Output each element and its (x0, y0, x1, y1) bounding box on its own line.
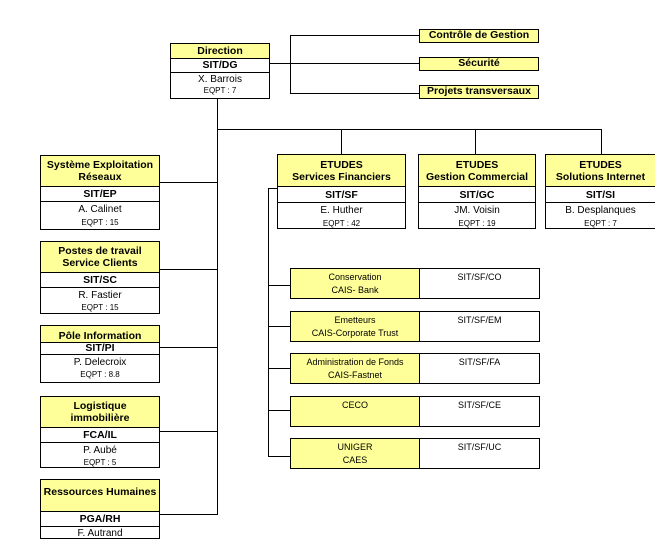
etudes-code: SIT/GC (419, 187, 535, 203)
direction-eqpt: EQPT : 7 (203, 86, 237, 95)
direction-title: Direction (171, 44, 269, 59)
subunit-line1: Administration de Fonds (306, 357, 404, 367)
etudes-name: JM. Voisin (454, 205, 500, 216)
direction-box: Direction SIT/DG X. Barrois EQPT : 7 (170, 43, 270, 99)
subunit-code: SIT/SF/FA (458, 357, 501, 367)
unit-code: PGA/RH (41, 512, 159, 527)
sf-subunit-uniger: UNIGER CAES SIT/SF/UC (290, 438, 540, 469)
unit-systeme-exploitation: Système Exploitation Réseaux SIT/EP A. C… (40, 155, 160, 230)
subunit-code: SIT/SF/EM (457, 315, 502, 325)
etudes-gestion-commercial: ETUDES Gestion Commercial SIT/GC JM. Voi… (418, 154, 536, 229)
etudes-eqpt: EQPT : 7 (584, 219, 617, 228)
unit-postes-travail: Postes de travail Service Clients SIT/SC… (40, 241, 160, 314)
etudes-title-line2: Solutions Internet (555, 171, 646, 183)
etudes-eqpt: EQPT : 42 (322, 219, 361, 228)
etudes-title-line1: ETUDES (455, 159, 499, 171)
subunit-line2: CAIS-Fastnet (327, 370, 383, 380)
etudes-title-line2: Services Financiers (292, 171, 391, 183)
subunit-line1: CECO (341, 400, 368, 410)
unit-eqpt: EQPT : 15 (81, 218, 119, 227)
etudes-name: B. Desplanques (565, 205, 636, 216)
subunit-label: Emetteurs CAIS-Corporate Trust (291, 312, 420, 341)
subunit-line2: CAES (342, 455, 368, 465)
unit-logistique: Logistique immobilière FCA/IL P. Aubé EQ… (40, 396, 160, 468)
etudes-title: ETUDES Services Financiers (278, 155, 405, 187)
unit-eqpt: EQPT : 5 (83, 458, 117, 467)
etudes-code: SIT/SF (278, 187, 405, 203)
unit-name: A. Calinet (78, 204, 122, 215)
unit-eqpt: EQPT : 8.8 (80, 370, 120, 379)
unit-name: P. Aubé (83, 445, 117, 456)
unit-eqpt: EQPT : 15 (81, 303, 119, 312)
sf-subunit-administration-fonds: Administration de Fonds CAIS-Fastnet SIT… (290, 353, 540, 384)
subunit-line1: Emetteurs (334, 315, 376, 325)
subunit-line1: Conservation (328, 272, 382, 282)
subunit-line2: CAIS-Corporate Trust (311, 328, 399, 338)
unit-title: Système Exploitation Réseaux (41, 156, 159, 187)
unit-code: FCA/IL (41, 428, 159, 443)
unit-title: Ressources Humaines (41, 480, 159, 512)
unit-code: SIT/SC (41, 273, 159, 288)
unit-title: Postes de travail Service Clients (41, 242, 159, 273)
subunit-label: Conservation CAIS- Bank (291, 269, 420, 298)
staff-securite: Sécurité (419, 57, 539, 71)
direction-code: SIT/DG (171, 59, 269, 73)
etudes-eqpt: EQPT : 19 (458, 219, 496, 228)
unit-ressources-humaines: Ressources Humaines PGA/RH F. Autrand (40, 479, 160, 539)
unit-name: R. Fastier (78, 290, 122, 301)
etudes-title-line2: Gestion Commercial (425, 171, 529, 183)
sf-subunit-emetteurs: Emetteurs CAIS-Corporate Trust SIT/SF/EM (290, 311, 540, 342)
subunit-label: UNIGER CAES (291, 439, 420, 468)
staff-projets-transversaux: Projets transversaux (419, 85, 539, 99)
subunit-code: SIT/SF/UC (457, 442, 502, 452)
etudes-title: ETUDES Solutions Internet (546, 155, 655, 187)
etudes-title-line1: ETUDES (320, 159, 363, 171)
staff-controle-gestion: Contrôle de Gestion (419, 29, 539, 43)
subunit-code: SIT/SF/CO (457, 272, 502, 282)
unit-title: Logistique immobilière (41, 397, 159, 428)
subunit-label: Administration de Fonds CAIS-Fastnet (291, 354, 420, 383)
unit-name: P. Delecroix (73, 357, 127, 368)
etudes-title: ETUDES Gestion Commercial (419, 155, 535, 187)
subunit-line1: UNIGER (337, 442, 373, 452)
subunit-line2: CAIS- Bank (331, 285, 379, 295)
sf-subunit-ceco: CECO SIT/SF/CE (290, 396, 540, 427)
subunit-code: SIT/SF/CE (457, 400, 501, 410)
subunit-label: CECO (291, 397, 420, 426)
direction-name: X. Barrois (198, 74, 242, 85)
etudes-name: E. Huther (320, 205, 363, 216)
etudes-code: SIT/SI (546, 187, 655, 203)
etudes-title-line1: ETUDES (579, 159, 622, 171)
unit-name: F. Autrand (77, 528, 123, 539)
unit-pole-information: Pôle Information SIT/PI P. Delecroix EQP… (40, 325, 160, 383)
etudes-solutions-internet: ETUDES Solutions Internet SIT/SI B. Desp… (545, 154, 655, 229)
etudes-services-financiers: ETUDES Services Financiers SIT/SF E. Hut… (277, 154, 406, 229)
unit-code: SIT/PI (41, 343, 159, 355)
sf-subunit-conservation: Conservation CAIS- Bank SIT/SF/CO (290, 268, 540, 299)
unit-title: Pôle Information (41, 326, 159, 343)
unit-code: SIT/EP (41, 187, 159, 202)
